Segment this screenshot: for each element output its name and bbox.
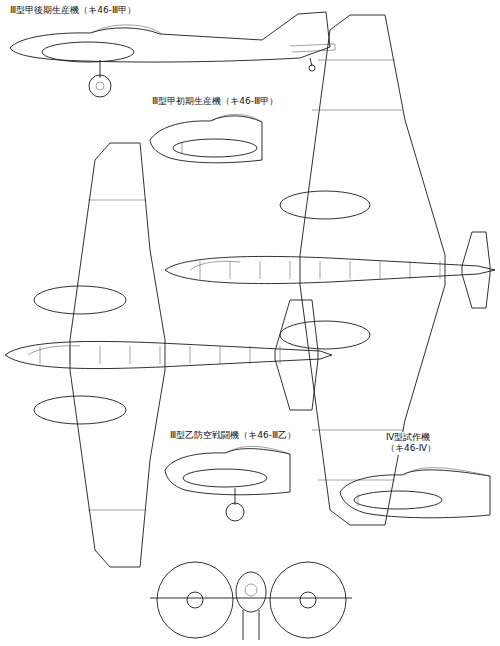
panel-line xyxy=(70,346,71,364)
side-view-early xyxy=(150,114,262,162)
side-view-otsu xyxy=(165,446,290,521)
view-caption: Ⅲ型甲後期生産機（キ46-Ⅲ甲） xyxy=(8,5,138,16)
panel-line xyxy=(200,261,201,279)
panel-line xyxy=(380,261,381,279)
panel-lines xyxy=(40,261,440,364)
panel-line xyxy=(350,261,351,279)
panel-line xyxy=(40,346,41,364)
side-view-iv xyxy=(340,468,490,518)
panel-line xyxy=(220,346,221,364)
plan-view-right xyxy=(165,15,495,525)
panel-line xyxy=(280,346,281,364)
plan-view-left xyxy=(5,143,332,567)
view-caption: Ⅲ型甲初期生産機（キ46-Ⅲ甲） xyxy=(150,96,280,107)
panel-line xyxy=(440,261,441,279)
side-view-late xyxy=(10,12,335,97)
panel-line xyxy=(130,346,131,364)
panel-line xyxy=(100,346,101,364)
panel-line xyxy=(410,261,411,279)
panel-line xyxy=(320,261,321,279)
panel-line xyxy=(160,346,161,364)
panel-line xyxy=(190,346,191,364)
panel-line xyxy=(260,261,261,279)
front-view xyxy=(150,562,352,640)
panel-line xyxy=(290,261,291,279)
view-caption: Ⅲ型乙防空戦闘機（キ46-Ⅲ乙） xyxy=(168,430,298,441)
panel-line xyxy=(230,261,231,279)
panel-line xyxy=(250,346,251,364)
view-caption: Ⅳ型試作機（キ46-Ⅳ） xyxy=(384,432,450,455)
